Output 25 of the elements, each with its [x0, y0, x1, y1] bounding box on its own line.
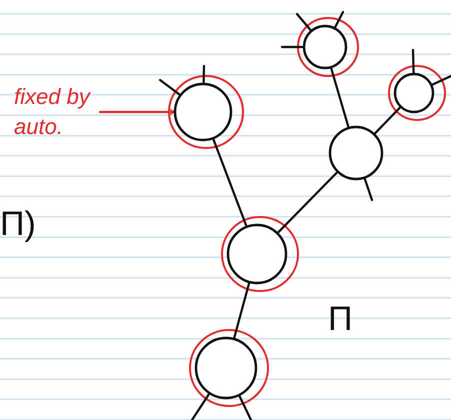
circle-node: [329, 126, 383, 180]
handwritten-symbol: Π): [0, 205, 36, 243]
stub-line: [363, 176, 374, 202]
stub-line: [158, 78, 182, 96]
connector-line: [373, 106, 402, 136]
stub-line: [202, 64, 206, 86]
circle-node: [195, 337, 257, 399]
circle-node: [174, 83, 232, 141]
connector-line: [330, 66, 350, 130]
connector-line: [232, 280, 250, 340]
stub-line: [412, 48, 415, 76]
circle-node: [394, 73, 434, 113]
handwritten-note: fixed by auto.: [14, 83, 92, 141]
circle-node: [303, 25, 347, 69]
handwritten-symbol: Π: [328, 300, 353, 338]
connector-line: [212, 137, 248, 228]
stub-line: [430, 74, 451, 86]
stub-line: [296, 12, 312, 32]
connector-line: [276, 170, 339, 234]
stub-line: [190, 392, 211, 420]
stub-line: [238, 394, 252, 420]
arrow: [98, 108, 176, 116]
stub-line: [280, 46, 306, 48]
circle-node: [227, 224, 287, 284]
stub-line: [334, 10, 344, 30]
